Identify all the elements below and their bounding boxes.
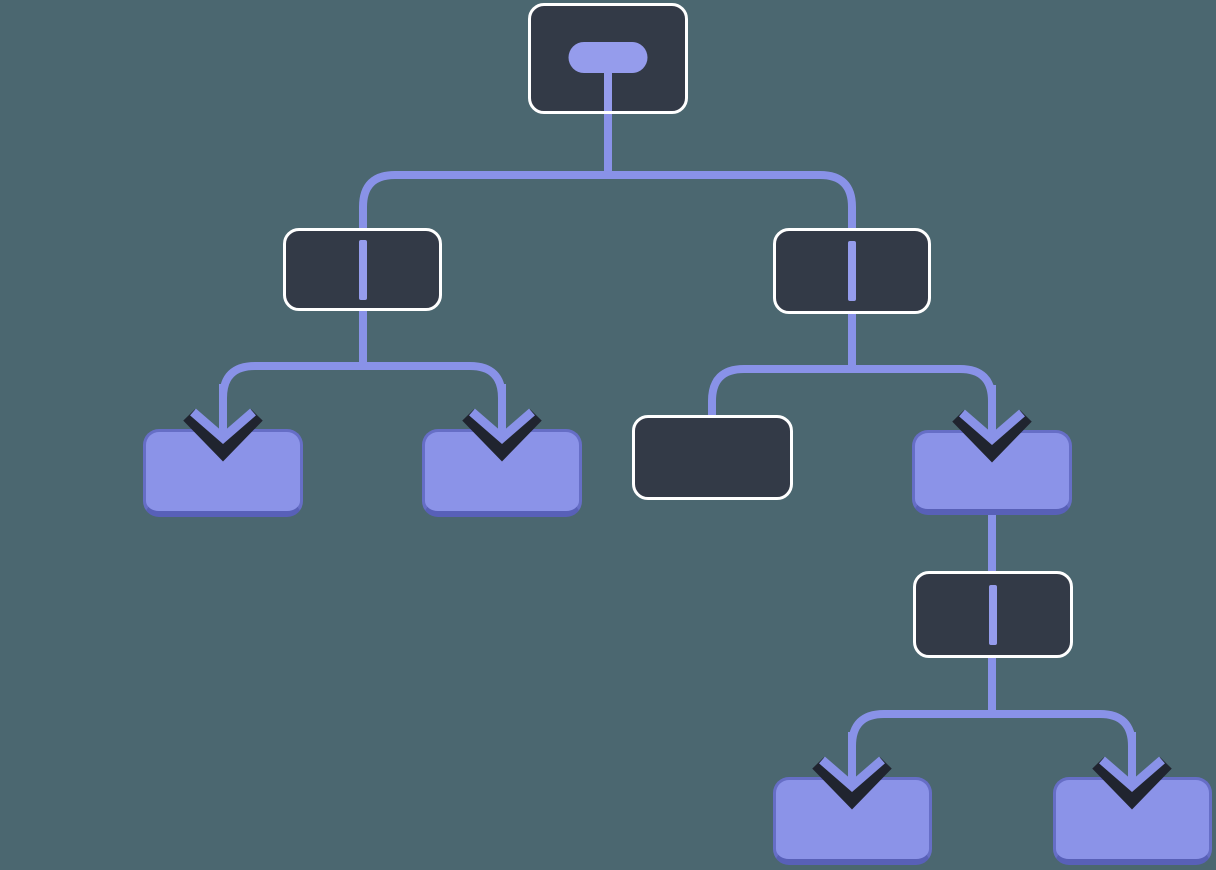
node-passthrough[interactable] <box>913 571 1073 658</box>
pill-stem-shape <box>604 68 612 111</box>
chevron-dark-shape <box>952 410 1032 463</box>
pill-shape <box>568 42 648 73</box>
chevron-purple-shape <box>190 408 256 444</box>
connector-split-top <box>359 171 856 234</box>
node-leaf-e[interactable] <box>1053 777 1212 865</box>
arrow-purple-mid-chevron-down-icon <box>952 385 1032 463</box>
vertical-bar-shape <box>989 584 997 645</box>
arrow-leaf-d-chevron-down-icon <box>812 732 892 810</box>
connector-split-left <box>219 362 506 437</box>
connector-split-bottom <box>848 710 1136 786</box>
node-root[interactable] <box>528 3 688 114</box>
connector-split-right <box>708 365 996 438</box>
passthrough-bar-icon <box>916 574 1070 655</box>
passthrough-bar-icon <box>286 231 439 308</box>
node-leaf-a[interactable] <box>143 429 303 517</box>
chevron-dark-shape <box>462 409 542 462</box>
arrow-leaf-b-chevron-down-icon <box>462 384 542 462</box>
node-purple-mid[interactable] <box>912 430 1072 515</box>
node-branch-right[interactable] <box>773 228 931 314</box>
root-pill-icon <box>531 6 685 111</box>
chevron-purple-shape <box>819 756 885 792</box>
node-leaf-b[interactable] <box>422 429 582 517</box>
vertical-bar-shape <box>358 239 367 300</box>
node-branch-left[interactable] <box>283 228 442 311</box>
chevron-dark-shape <box>183 409 263 462</box>
chevron-dark-shape <box>812 757 892 810</box>
arrow-leaf-e-chevron-down-icon <box>1092 732 1172 810</box>
arrow-leaf-a-chevron-down-icon <box>183 384 263 462</box>
node-leaf-d[interactable] <box>773 777 932 865</box>
node-dark-leaf[interactable] <box>632 415 793 500</box>
chevron-purple-shape <box>469 408 535 444</box>
chevron-purple-shape <box>959 409 1025 445</box>
passthrough-bar-icon <box>776 231 928 311</box>
chevron-purple-shape <box>1099 756 1165 792</box>
vertical-bar-shape <box>848 241 856 301</box>
chevron-dark-shape <box>1092 757 1172 810</box>
